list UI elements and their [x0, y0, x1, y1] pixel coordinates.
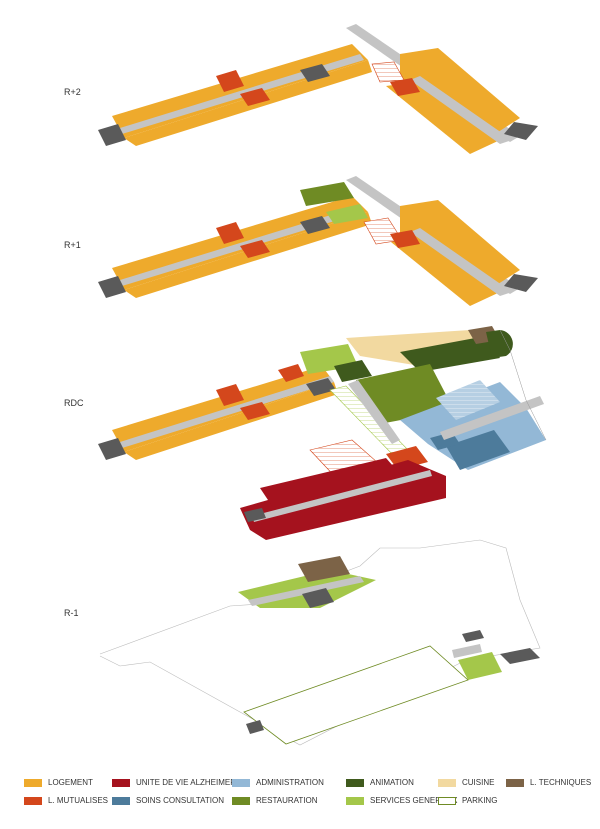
r1-mutualise-2: [240, 240, 270, 258]
rdc-stair-south: [244, 508, 266, 522]
r1-mutualise-1: [216, 222, 244, 244]
legend-label: L. MUTUALISES: [48, 796, 109, 805]
rdc-animation-1: [334, 360, 372, 382]
legend-item: L. MUTUALISES: [24, 796, 108, 805]
level-r1-plan: [98, 176, 538, 306]
legend-item: RESTAURATION: [232, 796, 317, 805]
r-1-stair-ne: [462, 630, 484, 642]
legend-label: L. TECHNIQUES: [530, 778, 592, 787]
legend-swatch: [346, 778, 364, 787]
level-label-r1: R+1: [64, 240, 81, 250]
r2-east-corridor: [410, 76, 512, 144]
level-label-r2: R+2: [64, 87, 81, 97]
rdc-animation-2: [400, 336, 500, 372]
legend-swatch: [438, 796, 456, 805]
r2-mutualise-2: [240, 88, 270, 106]
rdc-site-outline: [499, 329, 547, 441]
rdc-east-corridor: [440, 396, 544, 440]
rdc-corridor-link: [348, 380, 400, 444]
r1-restauration: [300, 182, 354, 206]
rdc-west-corridor: [120, 376, 334, 448]
r-1-services-east: [458, 652, 502, 680]
level-label-rdc: RDC: [64, 398, 84, 408]
r2-stair-mid: [300, 64, 330, 82]
legend-label: SERVICES GENERAUX: [370, 796, 458, 805]
legend-label: SOINS CONSULTATION: [136, 796, 225, 805]
r-1-stair-sw: [246, 720, 264, 734]
r1-east-corridor: [410, 228, 512, 296]
r2-stair-west: [98, 124, 126, 146]
legend-item: SERVICES GENERAUX: [346, 796, 457, 805]
legend-item: L. TECHNIQUES: [506, 778, 591, 787]
rdc-alzheimer-north: [260, 458, 400, 506]
legend-item: PARKING: [438, 796, 497, 805]
r2-stair-east: [504, 122, 538, 140]
legend-swatch: [112, 796, 130, 805]
legend-swatch: [24, 778, 42, 787]
rdc-mutualise-2: [240, 402, 270, 420]
r1-stair-east: [504, 274, 538, 292]
r2-mutualise-3: [390, 78, 420, 96]
level-label-r-1: R-1: [64, 608, 79, 618]
r1-mutualise-3: [390, 230, 420, 248]
rdc-administration-hatch: [436, 380, 500, 420]
legend-label: LOGEMENT: [48, 778, 93, 787]
r-1-stair-east: [500, 648, 540, 664]
level-r2-plan: [98, 24, 538, 154]
legend-item: SOINS CONSULTATION: [112, 796, 224, 805]
legend-swatch: [112, 778, 130, 787]
legend-label: ANIMATION: [370, 778, 414, 787]
rdc-stair-west: [98, 438, 126, 460]
legend-label: UNITE DE VIE ALZHEIMER: [136, 778, 237, 787]
legend-label: ADMINISTRATION: [256, 778, 324, 787]
r-1-parking: [243, 645, 469, 745]
legend-swatch: [346, 796, 364, 805]
level-rdc-plan: [98, 326, 547, 540]
r1-services: [326, 204, 368, 224]
legend-label: CUISINE: [462, 778, 495, 787]
rdc-soins: [446, 430, 510, 470]
r2-east-wing-logement-2: [386, 80, 500, 154]
legend-item: UNITE DE VIE ALZHEIMER: [112, 778, 236, 787]
r1-stair-west: [98, 276, 126, 298]
r2-mutualise-1: [216, 70, 244, 92]
r-1-corridor: [248, 576, 364, 606]
rdc-west-wing-logement-south: [124, 382, 338, 460]
legend: LOGEMENT UNITE DE VIE ALZHEIMER ADMINISTRA…: [24, 778, 594, 822]
rdc-animation-round: [486, 330, 513, 358]
legend-item: ADMINISTRATION: [232, 778, 324, 787]
r2-east-wing-logement: [400, 48, 520, 150]
rdc-mutualise-3: [278, 364, 304, 382]
legend-label: RESTAURATION: [256, 796, 318, 805]
r-1-corridor-east: [452, 644, 482, 658]
r-1-stair: [302, 588, 334, 608]
legend-swatch: [438, 778, 456, 787]
legend-swatch: [24, 796, 42, 805]
r1-east-wing-logement-2: [386, 232, 500, 306]
rdc-mutualise-1: [216, 384, 244, 406]
r1-stair-mid: [300, 216, 330, 234]
legend-swatch: [232, 796, 250, 805]
legend-item: LOGEMENT: [24, 778, 93, 787]
legend-swatch: [506, 778, 524, 787]
legend-item: CUISINE: [438, 778, 494, 787]
legend-item: ANIMATION: [346, 778, 414, 787]
r1-east-wing-logement: [400, 200, 520, 302]
level-r-1-plan: [99, 539, 541, 746]
r-1-techniques: [298, 556, 350, 582]
legend-label: PARKING: [462, 796, 498, 805]
rdc-stair-mid: [306, 378, 336, 396]
legend-swatch: [232, 778, 250, 787]
rdc-alzheimer-corridor: [252, 470, 432, 522]
r2-hatched-zone: [371, 61, 405, 83]
